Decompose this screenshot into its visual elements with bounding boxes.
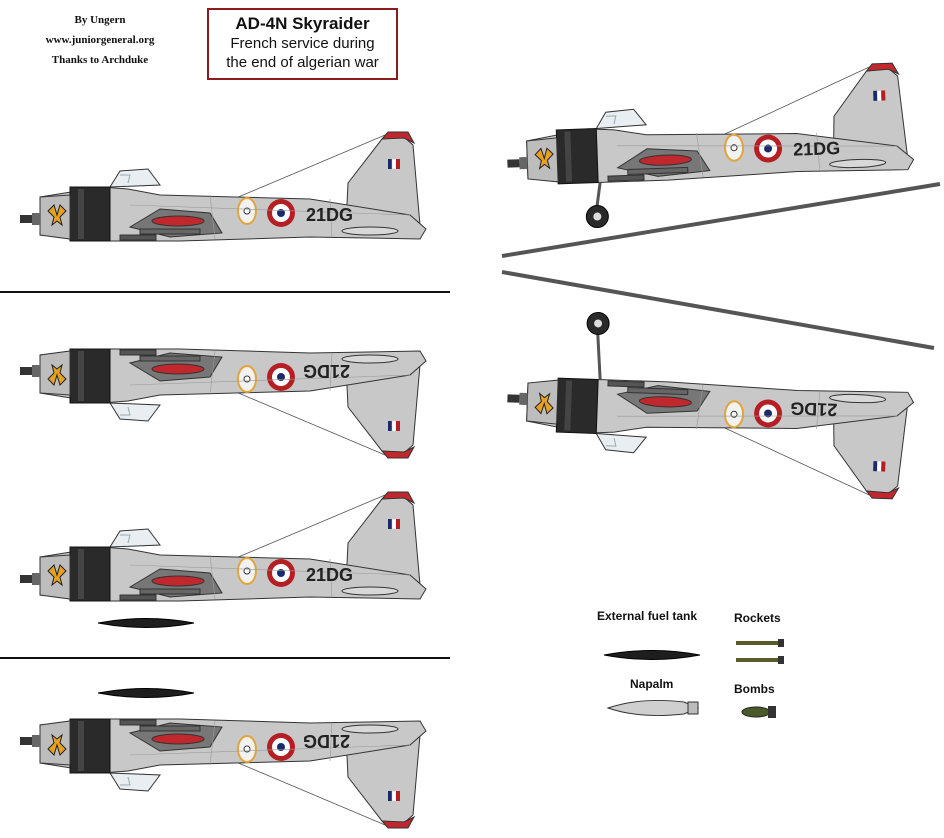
- credits: By Ungern www.juniorgeneral.org Thanks t…: [20, 10, 180, 70]
- author-credit: By Ungern: [74, 14, 126, 26]
- registration-label-1: 21DG: [306, 205, 353, 225]
- napalm-icon: [606, 699, 700, 717]
- runway-line-bottom: [501, 270, 935, 350]
- aircraft-side-view-4-inverted-fuel-tank: 21DG: [19, 688, 427, 829]
- registration-label-5: 21DG: [793, 138, 841, 160]
- subtitle-line-1: French service during: [230, 35, 375, 52]
- registration-label-6: 21DG: [790, 398, 838, 420]
- rockets-icon: [736, 639, 784, 664]
- aircraft-side-view-2-inverted: 21DG: [19, 348, 427, 459]
- registration-label-4: 21DG: [303, 731, 350, 751]
- divider-top: [0, 291, 450, 293]
- aircraft-gear-down-2-inverted: 21DG: [503, 311, 915, 501]
- aircraft-side-view-3-fuel-tank: 21DG: [19, 491, 427, 628]
- aircraft-side-view-1: 21DG: [19, 131, 427, 242]
- aircraft-gear-down-1: 21DG: [503, 61, 915, 229]
- subtitle-line-2: the end of algerian war: [226, 54, 379, 71]
- aircraft-title: AD-4N Skyraider: [235, 14, 370, 33]
- thanks-credit: Thanks to Archduke: [51, 54, 149, 66]
- bombs-icon: [741, 706, 776, 718]
- runway-line-top: [501, 182, 941, 258]
- registration-label-3: 21DG: [306, 565, 353, 585]
- legend-napalm-label: Napalm: [630, 677, 674, 691]
- legend-fuel-tank-label: External fuel tank: [597, 609, 698, 623]
- legend-bombs-label: Bombs: [734, 682, 775, 696]
- title-box: AD-4N Skyraider French service during th…: [207, 8, 398, 80]
- fuel-tank-icon: [603, 650, 701, 660]
- divider-bottom: [0, 657, 450, 659]
- registration-label-2: 21DG: [303, 361, 350, 381]
- site-credit: www.juniorgeneral.org: [45, 34, 155, 46]
- legend-rockets-label: Rockets: [734, 611, 781, 625]
